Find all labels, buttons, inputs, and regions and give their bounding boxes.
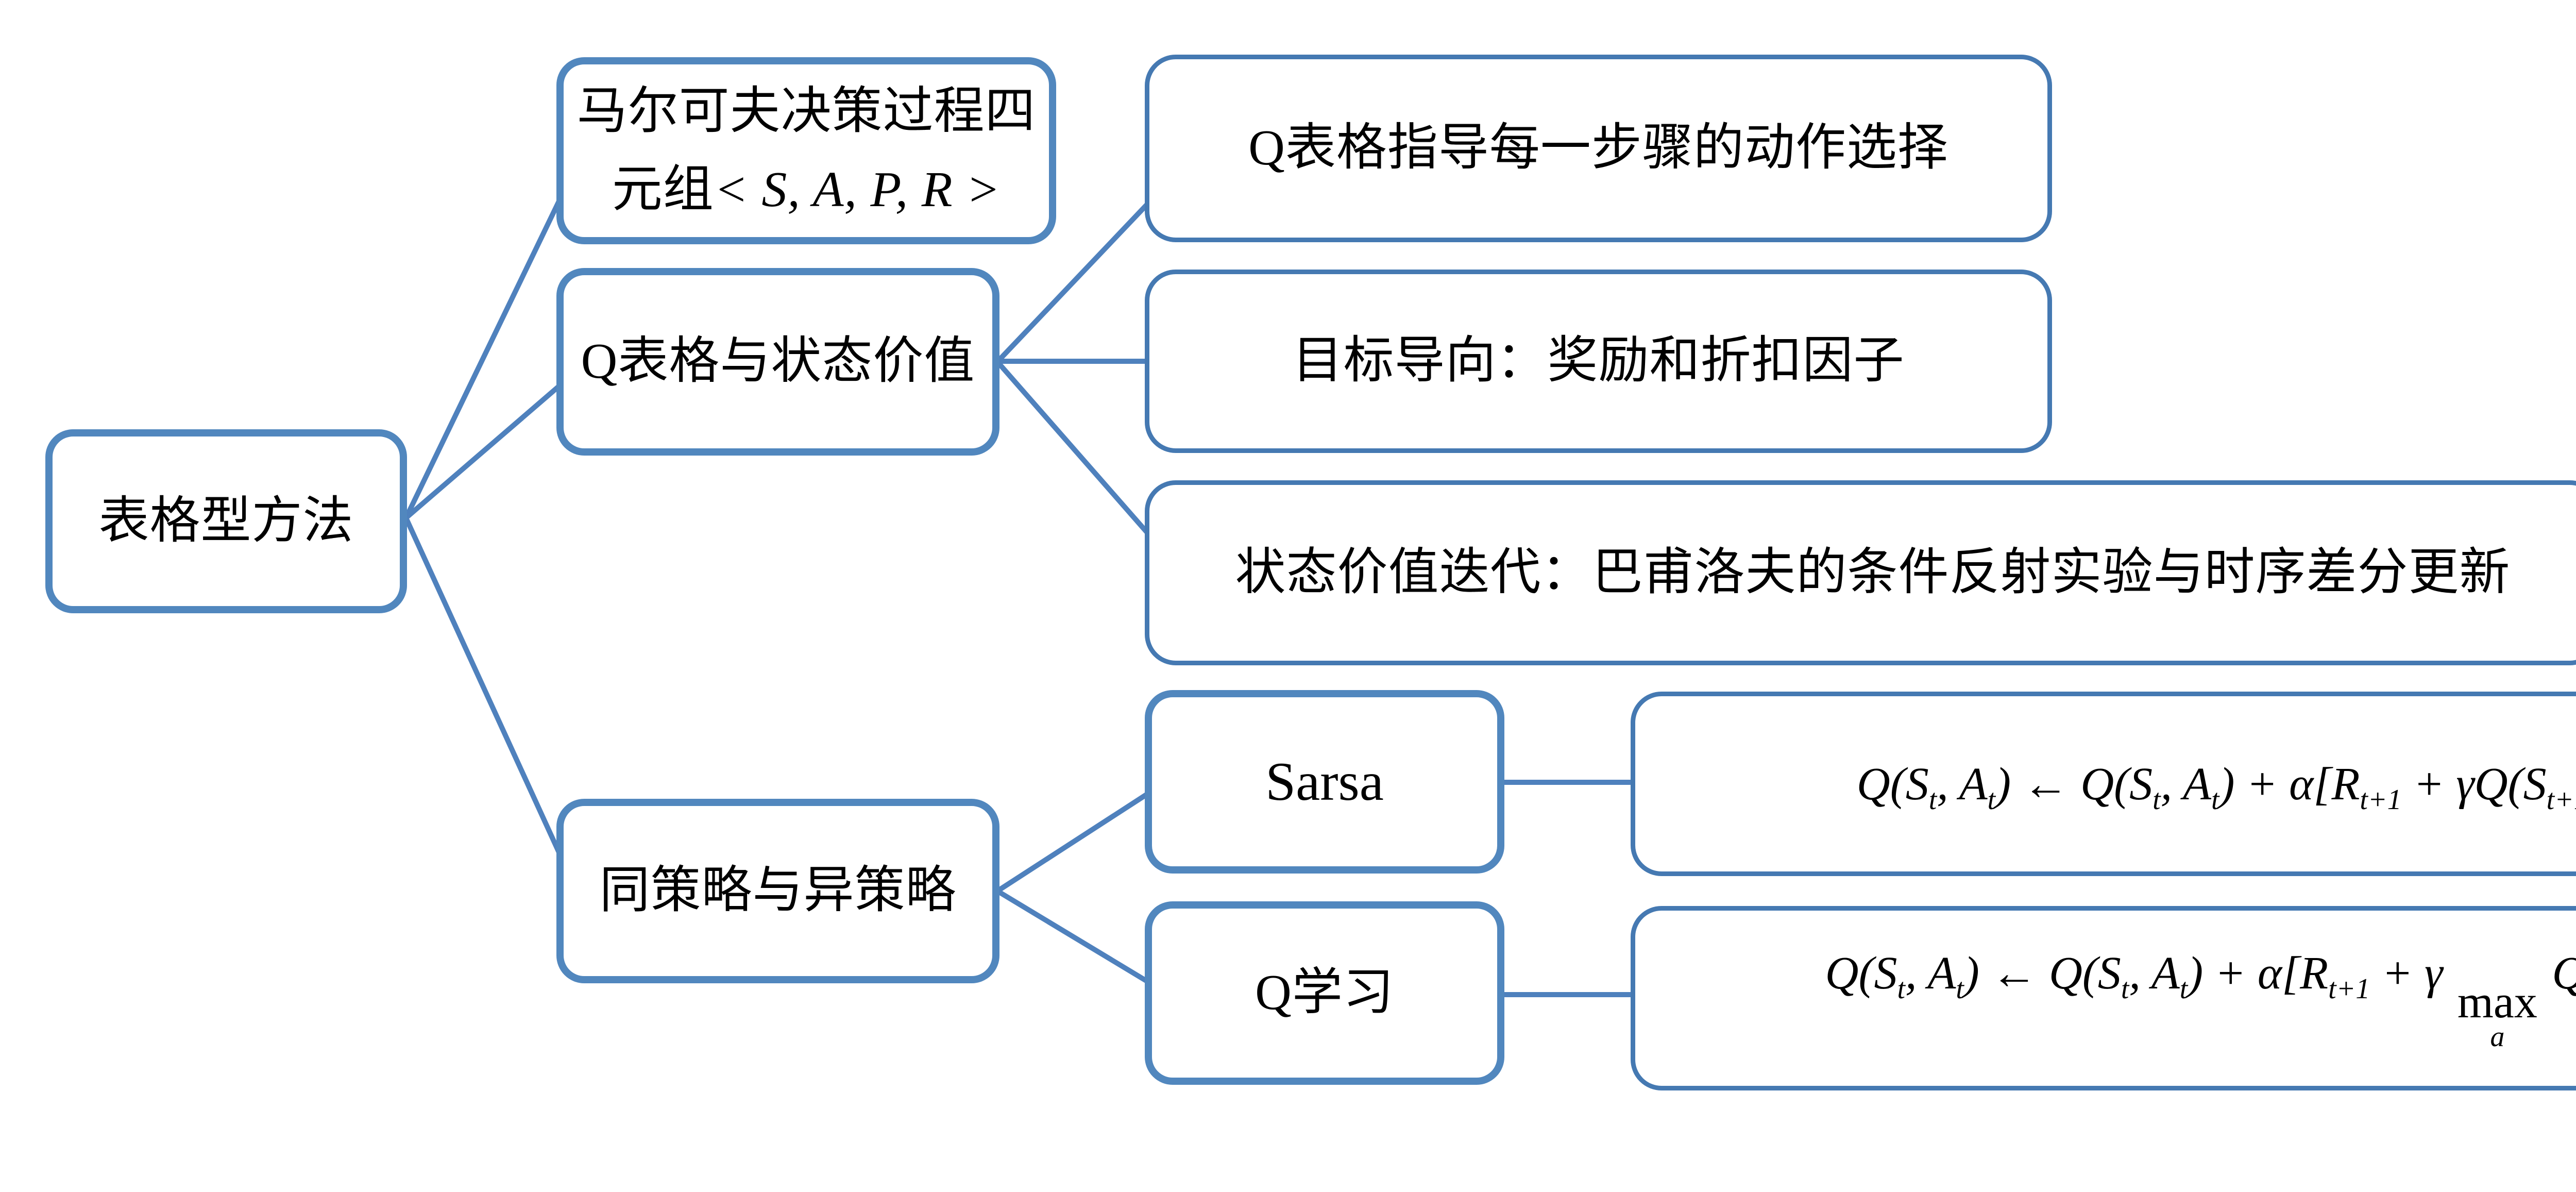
sarsa-update-equation: Q(St, At) ← Q(St, At) + α[Rt+1 + γQ(St+1… [1856,758,2576,816]
node-policy-label: 同策略与异策略 [599,863,957,919]
connector-qtable-valueiter [995,360,1150,535]
connector-root-mdp [403,194,564,519]
node-valueiter-label: 状态价值迭代：巴甫洛夫的条件反射实验与时序差分更新 [1235,544,2511,600]
node-qtable: Q表格与状态价值 [556,268,999,456]
connector-root-policy [403,516,564,860]
node-qtable-label: Q表格与状态价值 [581,333,975,390]
connector-policy-sarsa [996,791,1149,894]
node-qlearn-label: Q学习 [1255,965,1394,1021]
connector-qtable-qguide [995,202,1150,364]
node-mdp: 马尔可夫决策过程四 元组< S, A, P, R > [556,57,1056,244]
node-mdp-line2: 元组< S, A, P, R > [612,151,1001,229]
node-mdp-line2-prefix: 元组 [612,161,714,217]
node-goal: 目标导向：奖励和折扣因子 [1145,270,2052,453]
node-policy: 同策略与异策略 [556,799,999,983]
node-valueiter: 状态价值迭代：巴甫洛夫的条件反射实验与时序差分更新 [1145,480,2576,665]
node-goal-label: 目标导向：奖励和折扣因子 [1292,333,1905,389]
node-mdp-line1: 马尔可夫决策过程四 [577,83,1036,139]
node-sarsa-label: Sarsa [1265,751,1384,812]
node-root-label: 表格型方法 [98,493,354,549]
connector-root-qtable [404,382,564,520]
node-qlearn: Q学习 [1145,901,1504,1085]
node-qguide: Q表格指导每一步骤的动作选择 [1145,55,2052,242]
node-qguide-label: Q表格指导每一步骤的动作选择 [1248,120,1948,176]
connector-policy-qlearn [996,888,1149,984]
node-mdp-tuple: < S, A, P, R > [714,161,1001,217]
node-sarsa-formula: Q(St, At) ← Q(St, At) + α[Rt+1 + γQ(St+1… [1631,692,2576,876]
node-root: 表格型方法 [45,429,407,613]
node-sarsa: Sarsa [1145,690,1504,874]
